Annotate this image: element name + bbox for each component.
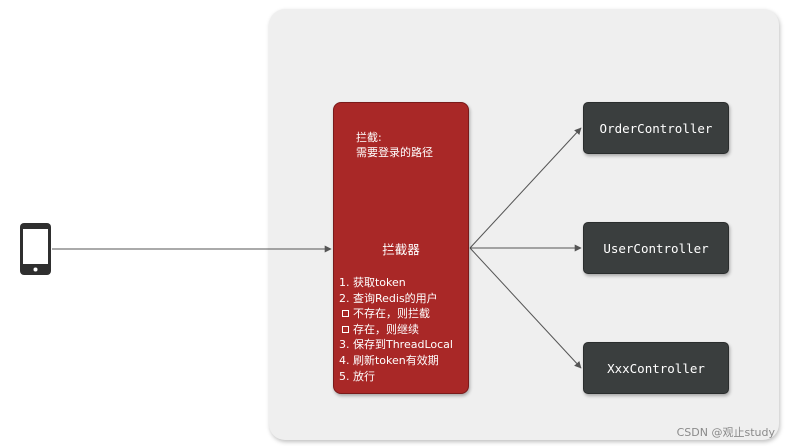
watermark: CSDN @观止study xyxy=(676,426,775,439)
step-item: 2. 查询Redis的用户 xyxy=(339,291,438,305)
step-item: 1. 获取token xyxy=(339,276,406,289)
step-item: 4. 刷新token有效期 xyxy=(339,353,439,367)
arrow-to-xxx-controller xyxy=(469,247,582,369)
user-controller-box: UserController xyxy=(583,222,729,274)
smartphone-icon xyxy=(20,223,51,275)
step-item: 不存在，则拦截 xyxy=(339,306,453,322)
step-item: 5. 放行 xyxy=(339,369,375,383)
square-bullet-icon xyxy=(342,326,349,334)
order-controller-box: OrderController xyxy=(583,102,729,154)
step-item: 存在，则继续 xyxy=(339,322,453,338)
intercept-note-line2: 需要登录的路径 xyxy=(356,146,433,159)
intercept-note: 拦截: 需要登录的路径 xyxy=(356,130,433,160)
interceptor-steps: 1. 获取token 2. 查询Redis的用户 不存在，则拦截 存在，则继续 … xyxy=(339,275,453,384)
step-item: 3. 保存到ThreadLocal xyxy=(339,338,453,352)
arrow-to-order-controller xyxy=(469,127,582,249)
intercept-note-line1: 拦截: xyxy=(356,131,382,144)
square-bullet-icon xyxy=(342,310,349,318)
xxx-controller-box: XxxController xyxy=(583,342,729,394)
interceptor-box: 拦截: 需要登录的路径 拦截器 1. 获取token 2. 查询Redis的用户… xyxy=(333,102,469,394)
interceptor-title: 拦截器 xyxy=(382,242,420,257)
